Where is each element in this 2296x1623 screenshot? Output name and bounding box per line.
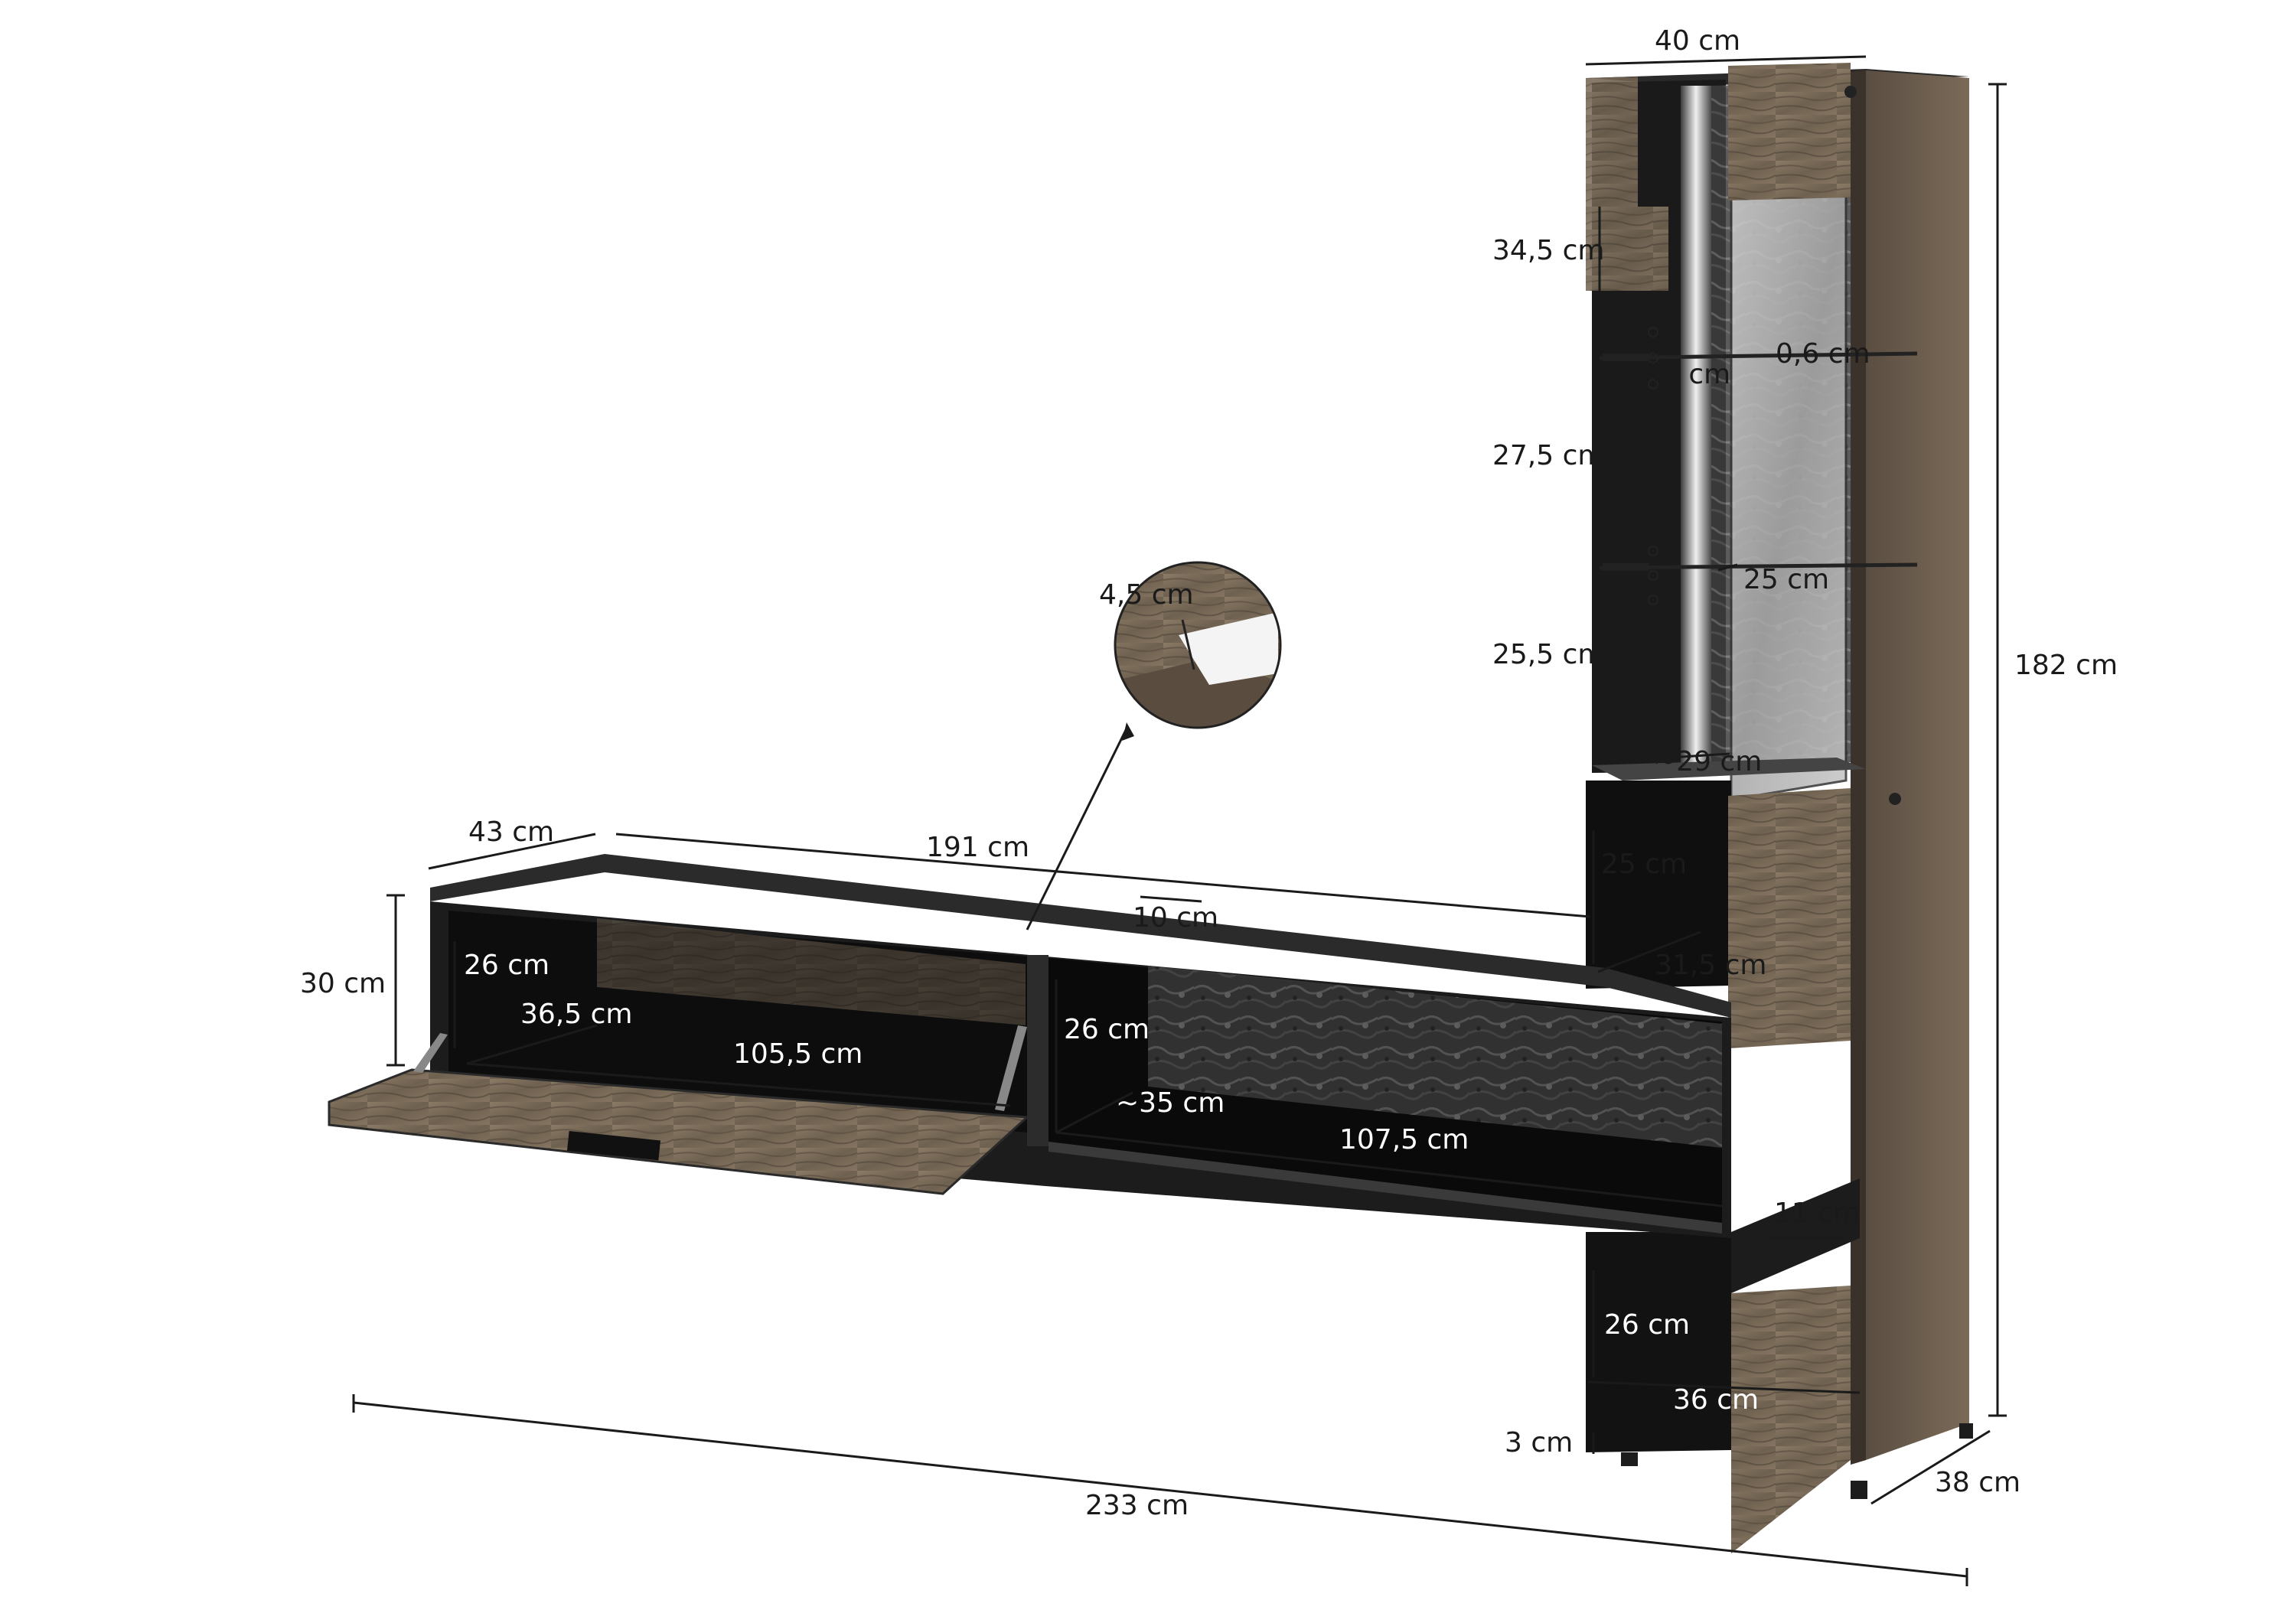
shelf-pin	[1648, 379, 1658, 389]
dimension-lines	[352, 55, 2007, 1586]
label-depth-tower: 38 cm	[1935, 1467, 2021, 1498]
label-shelf-depth: 25 cm	[1743, 564, 1830, 595]
label-open-inner-width: 107,5 cm	[1339, 1124, 1469, 1155]
vitrine-glass-door	[1730, 190, 1848, 801]
label-glass-thickness: 0,6 cm	[1776, 338, 1870, 370]
label-shelf-top: 34,5 cm	[1492, 235, 1605, 266]
label-lowboard-height: 30 cm	[300, 968, 386, 999]
right-compartment-stone	[1148, 966, 1722, 1148]
label-shelf-gap: 3 cm	[1662, 359, 1731, 390]
left-compartment-back	[597, 918, 1026, 1025]
lowboard	[328, 854, 1860, 1293]
label-side-compartment-depth: 31,5 cm	[1655, 950, 1767, 981]
side-compartment-interior	[1586, 781, 1731, 989]
label-flap-inner-width: 105,5 cm	[733, 1038, 863, 1070]
vitrine-top-frame-front	[1728, 63, 1851, 200]
label-lower-compartment-height: 26 cm	[1604, 1309, 1691, 1341]
knob	[1889, 793, 1901, 805]
label-total-width: 233 cm	[1085, 1490, 1189, 1521]
compartment-divider	[1027, 955, 1049, 1146]
label-open-inner-depth: ~35 cm	[1116, 1087, 1225, 1119]
knob	[1844, 86, 1857, 98]
label-shelf-middle: 27,5 cm	[1492, 440, 1605, 471]
foot	[1851, 1481, 1867, 1499]
foot	[1621, 1452, 1638, 1466]
label-miter-detail: 4,5 cm	[1099, 579, 1194, 611]
label-foot-height: 3 cm	[1505, 1427, 1574, 1458]
glass-shelf-lower	[1599, 562, 1918, 570]
label-side-step: 11 cm	[1774, 1198, 1861, 1229]
glass-shelf-upper	[1599, 351, 1918, 360]
label-shelf-bottom: 25,5 cm	[1492, 639, 1605, 670]
side-door-upper	[1728, 788, 1851, 1048]
label-tower-width: 40 cm	[1655, 25, 1741, 57]
miter-detail	[1026, 561, 1282, 930]
tower-right-side	[1866, 70, 1969, 1460]
vitrine-floor	[1592, 758, 1866, 781]
label-lowboard-depth: 43 cm	[468, 816, 555, 848]
vitrine-top-frame	[1586, 77, 1668, 291]
shelf-brackets	[1603, 354, 1649, 571]
label-panel-offset: 10 cm	[1133, 902, 1219, 934]
label-flap-inner-depth: 36,5 cm	[520, 999, 633, 1030]
flap-hinge-right	[995, 1025, 1027, 1111]
tower-cabinet	[1586, 63, 1973, 1553]
led-strip	[1681, 86, 1711, 767]
label-vitrine-depth: ~29 cm	[1653, 746, 1763, 777]
shelf-pin	[1648, 570, 1658, 581]
flap-handle	[566, 1131, 661, 1161]
label-total-height: 182 cm	[2014, 650, 2118, 681]
lowboard-plinth	[1049, 1142, 1722, 1234]
foot	[1959, 1423, 1973, 1439]
flap-hinge-left	[413, 1033, 448, 1073]
lower-compartment-interior	[1586, 1232, 1731, 1452]
shelf-pin	[1648, 546, 1658, 556]
detail-leader	[1026, 728, 1128, 930]
tower-side-lower	[1851, 1041, 1866, 1465]
label-side-compartment-height: 25 cm	[1601, 849, 1688, 880]
shelf-pin	[1648, 327, 1658, 337]
flap-door	[328, 1068, 1030, 1195]
label-lower-compartment-width: 36 cm	[1673, 1384, 1760, 1416]
shelf-pin	[1648, 595, 1658, 605]
label-open-inner-height: 26 cm	[1064, 1014, 1150, 1045]
lower-compartment-door	[1731, 1286, 1851, 1553]
label-lowboard-width: 191 cm	[926, 832, 1030, 863]
label-flap-inner-height: 26 cm	[464, 950, 550, 981]
lowboard-top	[430, 854, 1731, 1018]
